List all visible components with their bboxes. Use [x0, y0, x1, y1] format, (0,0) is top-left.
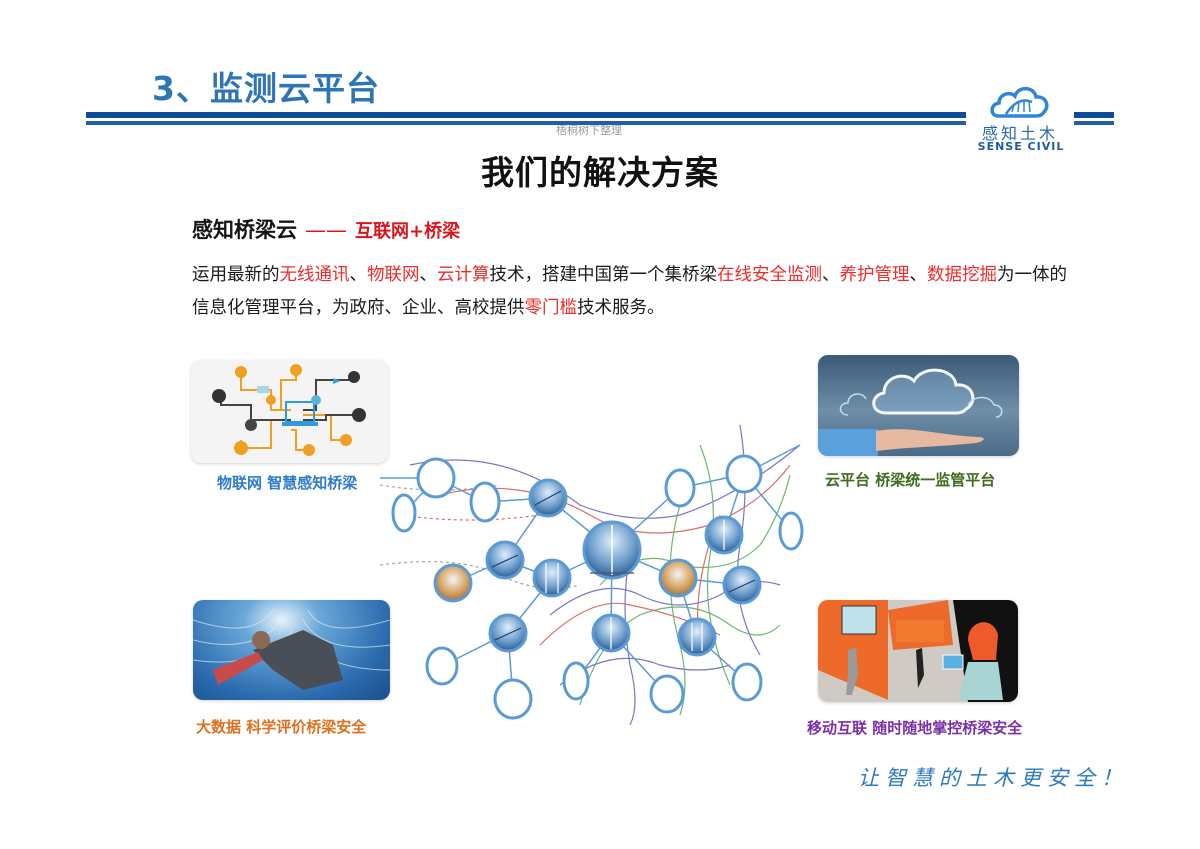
- mobile-city-illustration: [818, 600, 1018, 702]
- sub-heading-dash: ——: [305, 218, 347, 242]
- bridge-nodes: [433, 478, 762, 657]
- bridge-node: [677, 617, 717, 657]
- cloud-bridge-logo-icon: [990, 86, 1049, 118]
- data-tunnel-illustration: [193, 609, 390, 690]
- logo-name-cn: 感知土木: [981, 124, 1058, 143]
- mobile-card: [818, 600, 1018, 702]
- sub-heading-accent: 互联网+桥梁: [355, 221, 461, 242]
- cloud-caption: 云平台 桥梁统一监管平台: [825, 471, 996, 489]
- desc-highlight: 养护管理: [839, 265, 910, 285]
- sub-heading: 感知桥梁云 —— 互联网+桥梁: [192, 214, 460, 244]
- iot-network-illustration: [212, 364, 366, 456]
- desc-text: 运用最新的: [192, 265, 280, 285]
- desc-highlight: 物联网: [367, 265, 420, 285]
- desc-text: 为一体的信息化管理平台，为政府、企业、高校提供: [192, 265, 1067, 318]
- logo-name-en: SENSE CIVIL: [977, 140, 1065, 153]
- desc-text: 、: [419, 265, 438, 285]
- header-rule-bottom-left: [86, 121, 966, 125]
- empty-node: [425, 646, 459, 686]
- desc-text: 技术服务。: [577, 298, 665, 318]
- company-logo: 感知土木 SENSE CIVIL: [962, 82, 1078, 158]
- header-rule-bottom-right: [1074, 121, 1114, 125]
- desc-text: 、: [909, 265, 928, 285]
- cloud-card: [818, 355, 1019, 456]
- bigdata-caption: 大数据 科学评价桥梁安全: [196, 718, 367, 736]
- watermark: 梧桐树下整理: [556, 124, 622, 137]
- empty-node: [469, 481, 501, 523]
- desc-highlight: 数据挖掘: [927, 265, 997, 285]
- section-title: 3、监测云平台: [152, 69, 380, 108]
- bridge-silhouettes: [491, 490, 756, 651]
- empty-node: [493, 678, 533, 720]
- desc-highlight: 云计算: [437, 265, 490, 285]
- empty-node: [649, 674, 685, 714]
- empty-node: [562, 661, 590, 701]
- main-heading: 我们的解决方案: [481, 153, 719, 192]
- cloud-hand-illustration: [818, 368, 1003, 456]
- header-rule-top-right: [1074, 112, 1114, 118]
- bridge-node: [532, 558, 572, 598]
- desc-text: 技术，搭建中国第一个集桥梁: [489, 265, 718, 285]
- empty-node: [391, 493, 417, 533]
- bridge-node: [485, 540, 525, 580]
- desc-highlight: 无线通讯: [279, 265, 350, 285]
- empty-node: [778, 511, 804, 551]
- desc-text: 、: [822, 265, 840, 285]
- iot-card: [191, 360, 388, 463]
- bridge-node: [722, 565, 762, 605]
- desc-highlight: 零门槛: [524, 298, 578, 318]
- china-bridge-network-map: [380, 424, 804, 725]
- empty-node: [731, 662, 763, 702]
- desc-highlight: 在线安全监测: [717, 265, 822, 285]
- empty-node: [416, 457, 456, 499]
- bridge-node: [658, 558, 698, 598]
- header-rule-top-left: [86, 112, 966, 118]
- empty-node: [664, 468, 696, 508]
- bigdata-card: [193, 600, 390, 700]
- footer-slogan: 让智慧的土木更安全！: [858, 766, 1128, 790]
- empty-nodes: [391, 454, 804, 720]
- description-paragraph: 运用最新的无线通讯、物联网、云计算技术，搭建中国第一个集桥梁在线安全监测、养护管…: [192, 259, 1082, 325]
- iot-caption: 物联网 智慧感知桥梁: [217, 474, 358, 492]
- mobile-caption: 移动互联 随时随地掌控桥梁安全: [807, 719, 1023, 737]
- bridge-node: [488, 613, 528, 653]
- empty-node: [725, 454, 763, 494]
- bridge-node: [433, 563, 473, 603]
- sub-heading-title: 感知桥梁云: [192, 218, 297, 242]
- desc-text: 、: [349, 265, 368, 285]
